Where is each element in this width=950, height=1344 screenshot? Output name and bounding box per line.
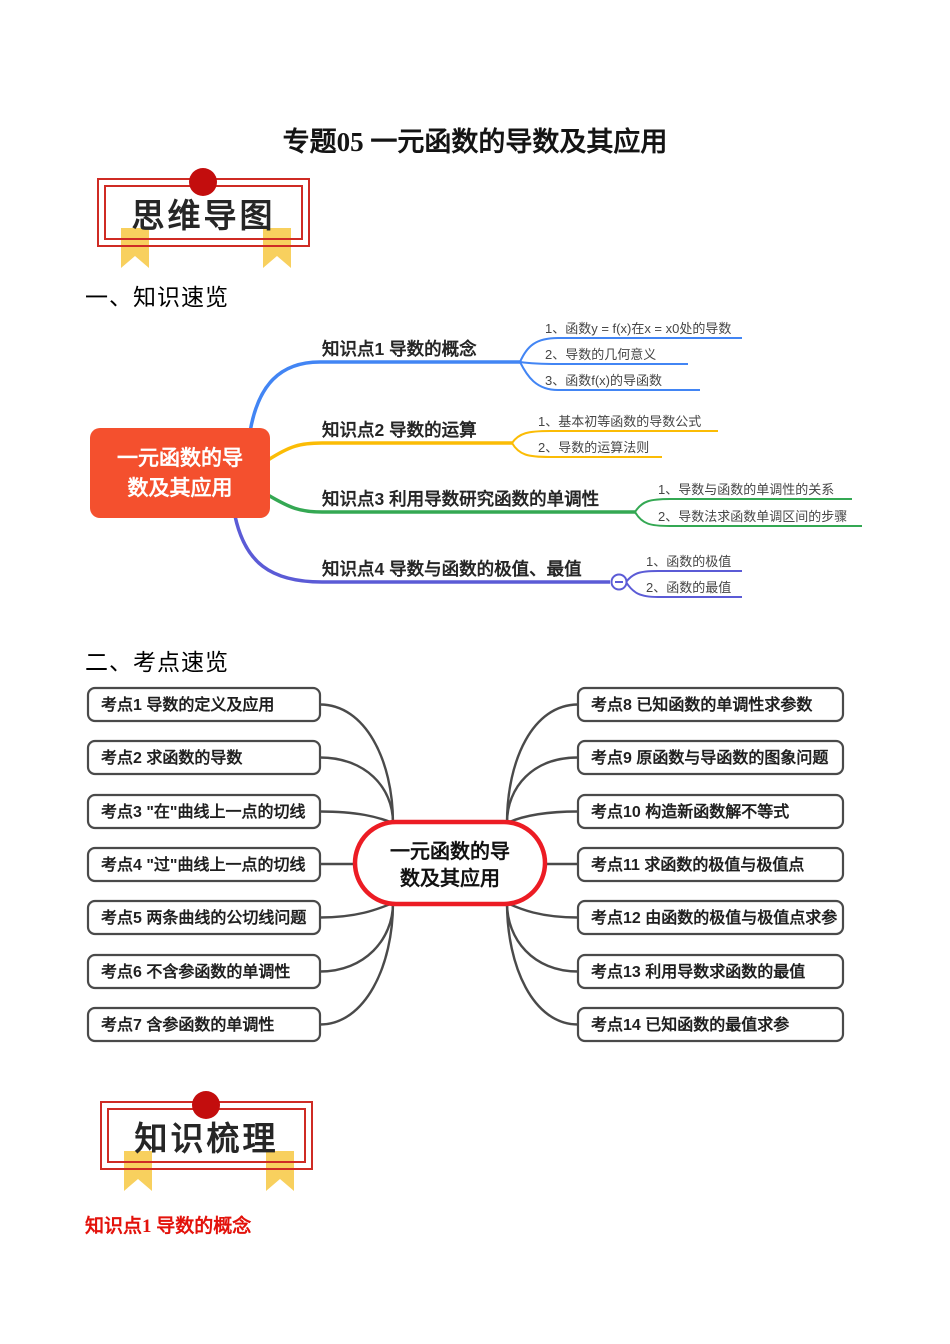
connector-left-2 <box>319 756 395 824</box>
connector-left-1 <box>319 703 395 824</box>
branch-4-item-2-line <box>625 581 742 598</box>
branch-3-item-2: 2、导数法求函数单调区间的步骤 <box>658 509 847 524</box>
branch-4-label: 知识点4 导数与函数的极值、最值 <box>322 559 582 579</box>
branch-4-item-1-line <box>625 570 742 583</box>
exam-box-right-2-label: 考点9 原函数与导函数的图象问题 <box>591 748 829 767</box>
knowledge-map-center-node <box>90 428 270 518</box>
branch-3-item-1-line <box>634 498 852 513</box>
connector-right-1 <box>505 703 579 824</box>
branch-1-line <box>248 360 520 433</box>
knowledge-mindmap: 一元函数的导 数及其应用 知识点1 导数的概念 知识点2 导数的运算 知识点3 … <box>90 321 862 598</box>
connector-right-6 <box>505 902 579 973</box>
exam-box-right-7 <box>576 1006 845 1043</box>
branch-1-item-2-line <box>519 361 688 365</box>
exam-box-left-5 <box>86 899 322 936</box>
branch-1-item-1: 1、函数y = f(x)在x = x0处的导数 <box>545 321 731 336</box>
branch-3-line <box>267 493 635 514</box>
exam-box-right-3 <box>576 793 845 830</box>
knowledge-badge-label: 知识梳理 <box>134 1119 279 1157</box>
exam-box-left-2 <box>86 739 322 776</box>
section-heading-knowledge: 一、知识速览 <box>85 284 229 310</box>
branch-2-line <box>267 441 512 462</box>
exam-box-right-4 <box>576 846 845 883</box>
center-node-line1: 一元函数的导 <box>117 446 243 470</box>
exam-box-left-3-label: 考点3 "在"曲线上一点的切线 <box>101 802 306 821</box>
connector-left-5 <box>319 901 394 919</box>
exam-box-left-6-label: 考点6 不含参函数的单调性 <box>101 962 290 981</box>
exam-box-right-6 <box>576 953 845 990</box>
connector-right-2 <box>505 756 579 824</box>
exam-box-left-4 <box>86 846 322 883</box>
exam-box-right-5 <box>576 899 845 936</box>
exam-box-right-4-label: 考点11 求函数的极值与极值点 <box>591 855 804 874</box>
exam-box-right-3-label: 考点10 构造新函数解不等式 <box>591 802 789 821</box>
knowledge-badge: 知识梳理 <box>100 1091 314 1195</box>
branch-1-item-3-line <box>519 361 700 391</box>
exam-center-line1: 一元函数的导 <box>390 839 510 863</box>
mindmap-badge-label: 思维导图 <box>131 196 276 234</box>
connector-right-7 <box>505 902 579 1026</box>
page-title: 专题05 一元函数的导数及其应用 <box>282 127 668 157</box>
branch-1-item-1-line <box>519 337 742 363</box>
exam-mindmap: 一元函数的导 数及其应用 考点1 导数的定义及应用 考点2 求函数的导数 考点3… <box>86 686 845 1043</box>
exam-box-left-2-label: 考点2 求函数的导数 <box>101 748 243 767</box>
branch-2-label: 知识点2 导数的运算 <box>322 420 477 440</box>
branch-2-item-1-line <box>511 430 718 444</box>
branch-4-line <box>233 515 610 584</box>
branch-3-label: 知识点3 利用导数研究函数的单调性 <box>322 489 599 509</box>
mindmap-badge: 思维导图 <box>97 168 311 272</box>
exam-box-right-5-label: 考点12 由函数的极值与极值点求参 <box>591 908 838 927</box>
badge-dot-icon <box>189 168 217 196</box>
exam-box-right-1 <box>576 686 845 723</box>
connector-left-7 <box>319 902 395 1026</box>
connector-right-3 <box>506 810 579 825</box>
exam-box-left-3 <box>86 793 322 830</box>
branch-4-item-2: 2、函数的最值 <box>646 580 731 595</box>
badge-dot-icon <box>192 1091 220 1119</box>
exam-box-left-7 <box>86 1006 322 1043</box>
exam-box-left-5-label: 考点5 两条曲线的公切线问题 <box>101 908 307 927</box>
exam-box-left-7-label: 考点7 含参函数的单调性 <box>101 1015 274 1034</box>
exam-box-right-6-label: 考点13 利用导数求函数的最值 <box>591 962 805 981</box>
branch-1-label: 知识点1 导数的概念 <box>322 339 477 359</box>
center-node-line2: 数及其应用 <box>128 476 233 500</box>
exam-box-left-4-label: 考点4 "过"曲线上一点的切线 <box>101 855 306 874</box>
branch-1-item-2: 2、导数的几何意义 <box>545 347 656 362</box>
exam-box-left-1-label: 考点1 导数的定义及应用 <box>101 695 274 714</box>
exam-center-line2: 数及其应用 <box>400 866 500 890</box>
exam-box-right-7-label: 考点14 已知函数的最值求参 <box>591 1015 790 1034</box>
exam-box-left-1 <box>86 686 322 723</box>
branch-2-item-2: 2、导数的运算法则 <box>538 440 649 455</box>
exam-box-right-1-label: 考点8 已知函数的单调性求参数 <box>591 695 813 714</box>
exam-map-center-node <box>352 819 548 907</box>
connector-left-3 <box>319 810 394 825</box>
branch-2-item-1: 1、基本初等函数的导数公式 <box>538 414 701 429</box>
branch-1-item-3: 3、函数f(x)的导函数 <box>545 373 662 388</box>
knowledge-point-1-heading: 知识点1 导数的概念 <box>85 1216 252 1237</box>
branch-2-item-2-line <box>511 442 662 458</box>
exam-box-right-2 <box>576 739 845 776</box>
branch-4-item-1: 1、函数的极值 <box>646 554 731 569</box>
section-heading-examview: 二、考点速览 <box>85 649 229 675</box>
exam-box-left-6 <box>86 953 322 990</box>
connector-right-5 <box>506 901 579 919</box>
branch-3-item-1: 1、导数与函数的单调性的关系 <box>658 482 834 497</box>
branch-3-item-2-line <box>634 511 862 527</box>
